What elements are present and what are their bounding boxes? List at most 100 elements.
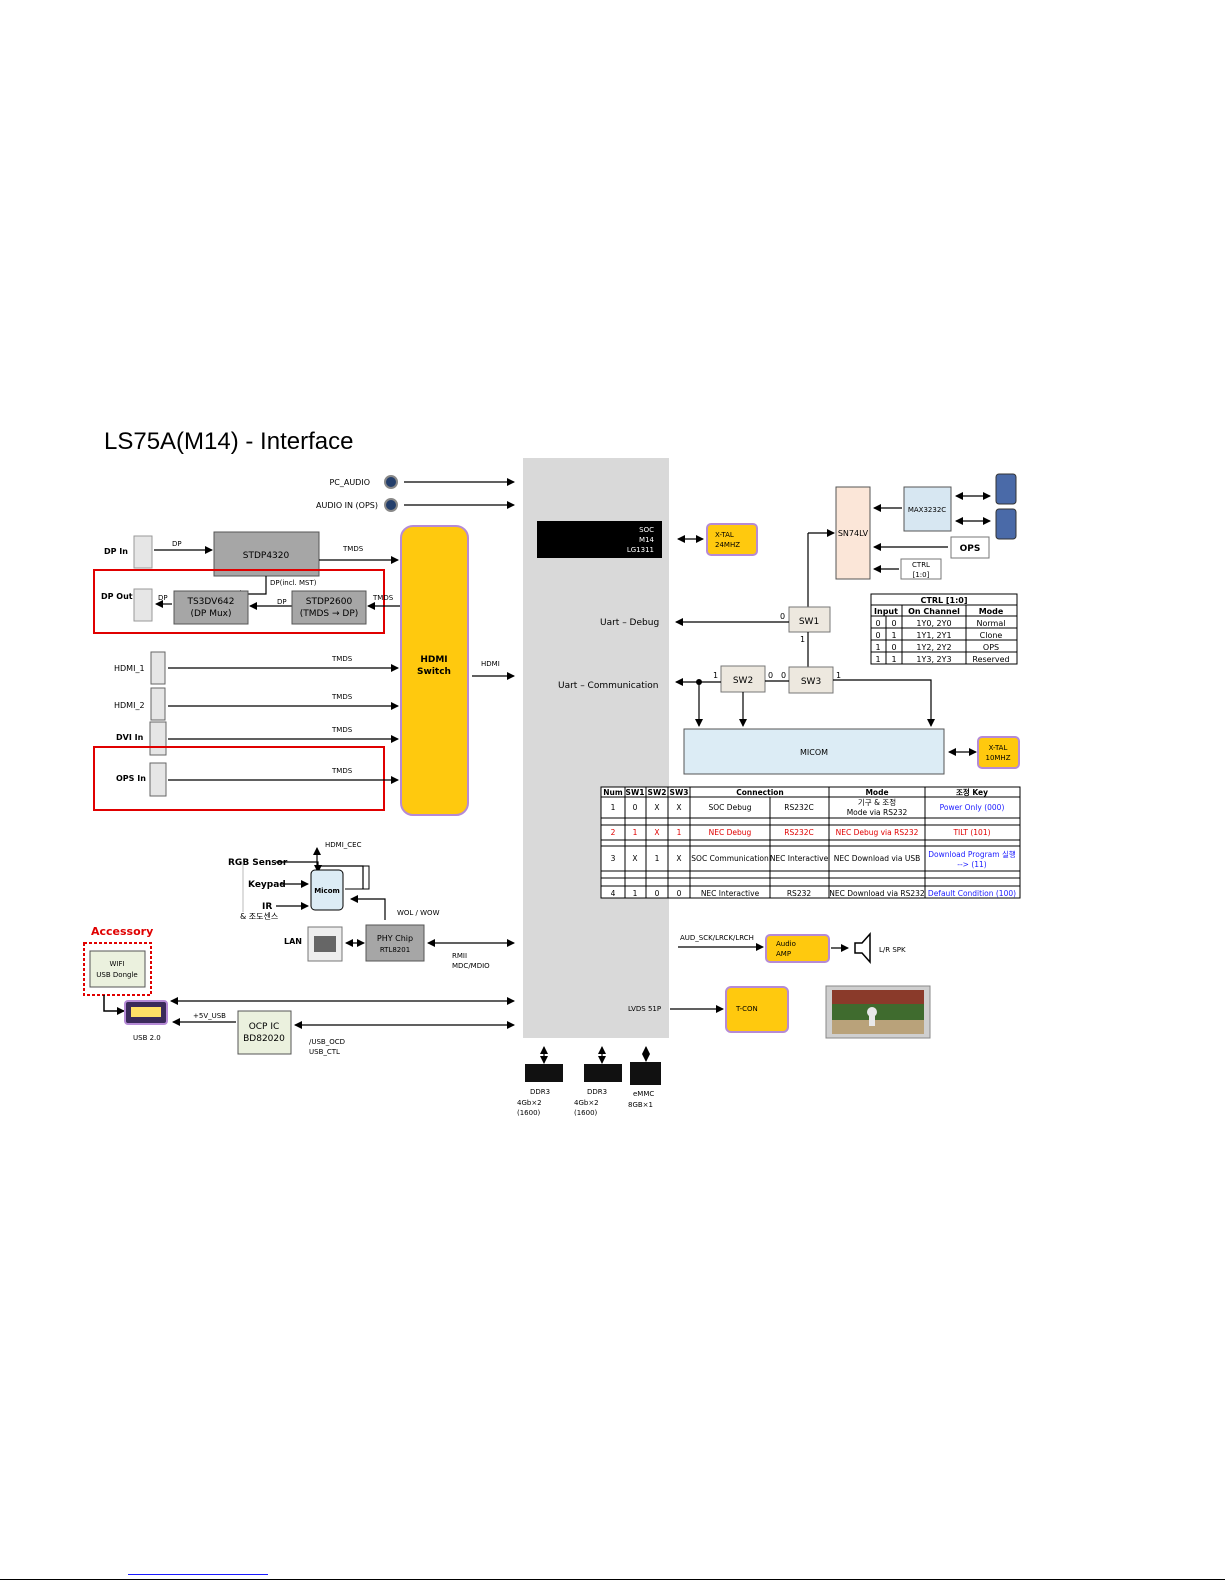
sw2-label: SW2 bbox=[733, 676, 753, 686]
wol-label: WOL / WOW bbox=[397, 909, 440, 917]
ddr3-a-speed: (1600) bbox=[517, 1109, 541, 1117]
ir-label: IR bbox=[262, 902, 272, 912]
stdp2600-sub: (TMDS → DP) bbox=[300, 609, 359, 619]
mode-cell: X bbox=[632, 854, 637, 863]
ir-sub-label: & 조도센스 bbox=[240, 911, 278, 921]
hdmi2-label: HDMI_2 bbox=[114, 701, 145, 710]
ctrl-cell: 1Y3, 2Y3 bbox=[916, 655, 951, 664]
ts3dv642-sub: (DP Mux) bbox=[190, 609, 231, 619]
usb-ctl-label: USB_CTL bbox=[309, 1048, 340, 1056]
ctrl-cell: Normal bbox=[977, 619, 1006, 628]
footer-rule bbox=[0, 1579, 1225, 1580]
serial-port-icon bbox=[995, 473, 1017, 505]
audio-jack-icon bbox=[384, 498, 398, 512]
mode-header-sw1: SW1 bbox=[626, 788, 645, 797]
mode-cell: 1 bbox=[677, 828, 682, 837]
micom-small-label: Micom bbox=[314, 887, 340, 895]
mode-cell: TILT (101) bbox=[952, 828, 990, 837]
ctrl-cell: OPS bbox=[983, 643, 999, 652]
mode-header-sw2: SW2 bbox=[648, 788, 667, 797]
mode-cell: 1 bbox=[633, 828, 638, 837]
ctrl-header-mode: Mode bbox=[979, 607, 1004, 616]
hdmi1-label: HDMI_1 bbox=[114, 664, 145, 673]
ctrl-cell: 1Y2, 2Y2 bbox=[916, 643, 951, 652]
dp-out-highlight bbox=[93, 569, 385, 634]
emmc-chip-icon bbox=[630, 1062, 661, 1085]
wifi-sub-label: USB Dongle bbox=[96, 971, 137, 979]
mode-cell: NEC Interactive bbox=[770, 854, 829, 863]
audio-jack-icon bbox=[384, 475, 398, 489]
display-panel-image bbox=[825, 985, 931, 1039]
ctrl-cell: Clone bbox=[980, 631, 1003, 640]
stdp4320-box bbox=[213, 531, 320, 577]
hdmi-cec-arrow bbox=[313, 847, 364, 889]
serial-port-icon bbox=[995, 508, 1017, 540]
sn74lv-box bbox=[835, 486, 871, 580]
mode-cell: X bbox=[676, 854, 681, 863]
dp-connector-icon bbox=[133, 588, 153, 622]
mode-cell: 0 bbox=[633, 803, 638, 812]
switch-num: 0 bbox=[781, 671, 786, 680]
dvi-in-label: DVI In bbox=[116, 733, 144, 742]
dvi-connector-icon bbox=[149, 762, 167, 797]
ctrl-cell: 1Y0, 2Y0 bbox=[916, 619, 951, 628]
ts3dv642-label: TS3DV642 bbox=[186, 597, 234, 607]
ctrl-cell: 1 bbox=[891, 631, 896, 640]
mode-cell: SOC Debug bbox=[709, 803, 752, 812]
ocp-ic-sub: BD82020 bbox=[243, 1034, 285, 1044]
xtal-24mhz-box bbox=[706, 523, 758, 556]
emmc-label: eMMC bbox=[633, 1090, 654, 1098]
lr-spk-label: L/R SPK bbox=[879, 946, 906, 954]
ocp-ic-box bbox=[237, 1010, 292, 1055]
ctrl-header-input: Input bbox=[874, 607, 898, 616]
usb20-label: USB 2.0 bbox=[133, 1034, 161, 1042]
micom-small-box bbox=[310, 869, 344, 911]
ctrl-box bbox=[900, 558, 942, 580]
sw3-label: SW3 bbox=[801, 677, 821, 687]
lan-label: LAN bbox=[284, 937, 302, 946]
hdmi-connector-icon bbox=[150, 651, 166, 685]
audio-amp-box bbox=[765, 934, 830, 963]
ops-in-highlight bbox=[93, 746, 385, 811]
xtal-10-label: X-TAL bbox=[989, 744, 1008, 752]
switch-num: 1 bbox=[713, 671, 718, 680]
ddr3-chip-icon bbox=[525, 1064, 563, 1082]
soc-label: SOC bbox=[639, 526, 654, 534]
dvi-connector-icon bbox=[149, 721, 167, 756]
soc-model: M14 bbox=[639, 536, 654, 544]
ctrl-cell: 0 bbox=[875, 619, 880, 628]
rmii-label: RMII bbox=[452, 952, 467, 960]
mode-cell: 3 bbox=[611, 854, 616, 863]
mode-cell: 0 bbox=[677, 889, 682, 898]
dp-out-label: DP Out bbox=[101, 592, 133, 601]
mode-cell: 1 bbox=[611, 803, 616, 812]
audio-amp-sub: AMP bbox=[776, 950, 791, 958]
mode-cell: --> (11) bbox=[957, 860, 987, 869]
max3232c-label: MAX3232C bbox=[908, 506, 946, 514]
footer-link-underline[interactable] bbox=[128, 1574, 268, 1575]
lvds-label: LVDS 51P bbox=[628, 1005, 661, 1013]
aud-bus-label: AUD_SCK/LRCK/LRCH bbox=[680, 934, 754, 942]
mode-cell: NEC Debug via RS232 bbox=[836, 828, 919, 837]
hdmi-cec-label: HDMI_CEC bbox=[325, 841, 362, 849]
xtal-24-freq: 24MHZ bbox=[715, 541, 740, 549]
dp-in-label: DP In bbox=[104, 547, 128, 556]
ops-label: OPS bbox=[960, 544, 981, 554]
mode-cell: NEC Download via RS232 bbox=[829, 889, 925, 898]
stdp2600-box bbox=[291, 590, 367, 625]
dp-label-3: DP bbox=[277, 598, 287, 606]
rgb-sensor-label: RGB Sensor bbox=[228, 858, 288, 868]
usb-ocd-label: /USB_OCD bbox=[309, 1038, 345, 1046]
mode-header-key: 조정 Key bbox=[956, 787, 988, 797]
ctrl-cell: 0 bbox=[875, 631, 880, 640]
phy-chip-box bbox=[365, 924, 425, 962]
ctrl-cell: 0 bbox=[891, 619, 896, 628]
tmds-label-1: TMDS bbox=[342, 545, 364, 553]
mode-cell: 1 bbox=[655, 854, 660, 863]
ctrl-cell: 1Y1, 2Y1 bbox=[916, 631, 951, 640]
accessory-label: Accessory bbox=[91, 925, 153, 938]
mode-cell: X bbox=[676, 803, 681, 812]
ctrl-sub: [1:0] bbox=[913, 571, 930, 579]
mode-cell: 2 bbox=[611, 828, 616, 837]
sw1-label: SW1 bbox=[799, 617, 819, 627]
